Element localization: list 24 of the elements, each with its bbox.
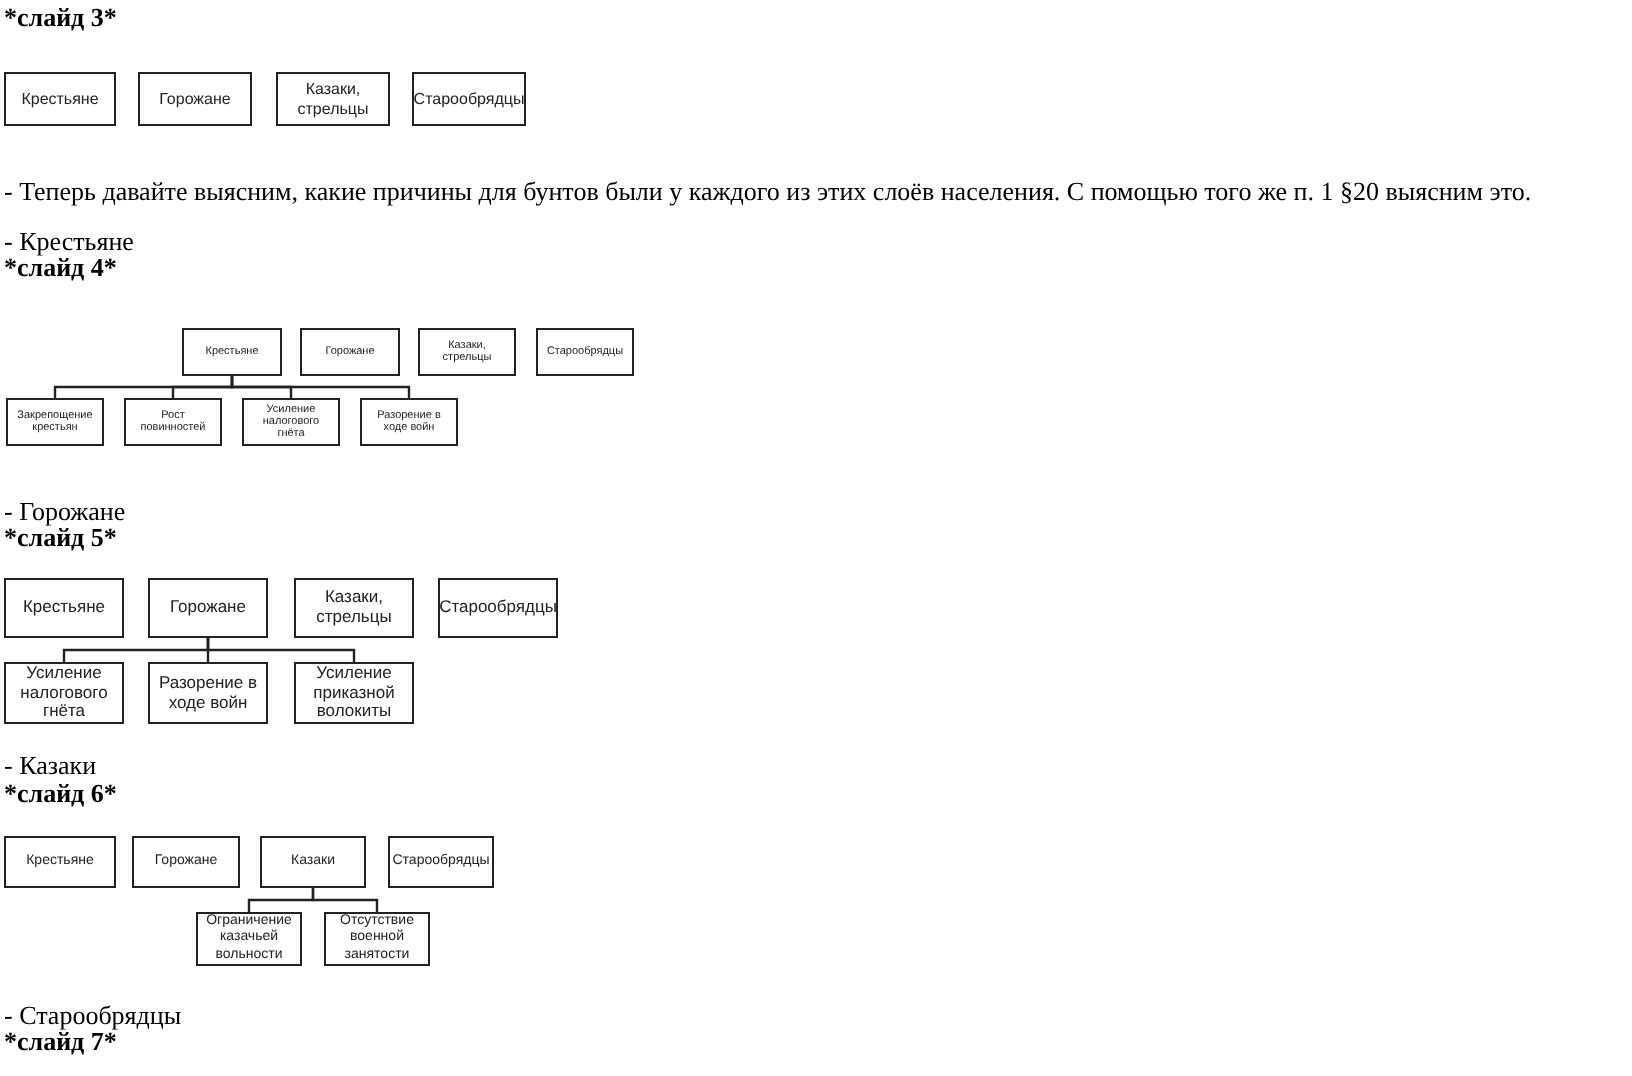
category-box: Крестьяне (4, 72, 116, 126)
section-heading: - Старообрядцы (4, 1002, 182, 1030)
connector-line (230, 376, 411, 398)
section-heading: - Казаки (4, 752, 97, 780)
category-box: Казаки, стрельцы (294, 578, 414, 638)
category-box: Усиление приказной волокиты (294, 662, 414, 724)
slide-marker: *слайд 3* (4, 4, 117, 32)
category-box: Казаки, стрельцы (276, 72, 390, 126)
section-heading: - Крестьяне (4, 228, 134, 256)
category-box: Горожане (148, 578, 268, 638)
category-box: Старообрядцы (412, 72, 526, 126)
category-box: Разорение в ходе войн (148, 662, 268, 724)
connector-line (311, 888, 379, 912)
slide-marker: *слайд 7* (4, 1028, 117, 1056)
section-heading: - Горожане (4, 498, 126, 526)
slide-marker: *слайд 5* (4, 524, 117, 552)
category-box: Старообрядцы (438, 578, 558, 638)
paragraph: - Теперь давайте выясним, какие причины для бунтов были у каждого из этих слоёв населения. С помощью того же п. 1 §20 выясним это. (4, 178, 1532, 206)
category-box: Усиление налогового гнёта (4, 662, 124, 724)
slide-marker: *слайд 4* (4, 254, 117, 282)
slide-marker: *слайд 6* (4, 780, 117, 808)
connector-line (206, 638, 356, 662)
category-box: Горожане (138, 72, 252, 126)
category-box: Крестьяне (4, 578, 124, 638)
